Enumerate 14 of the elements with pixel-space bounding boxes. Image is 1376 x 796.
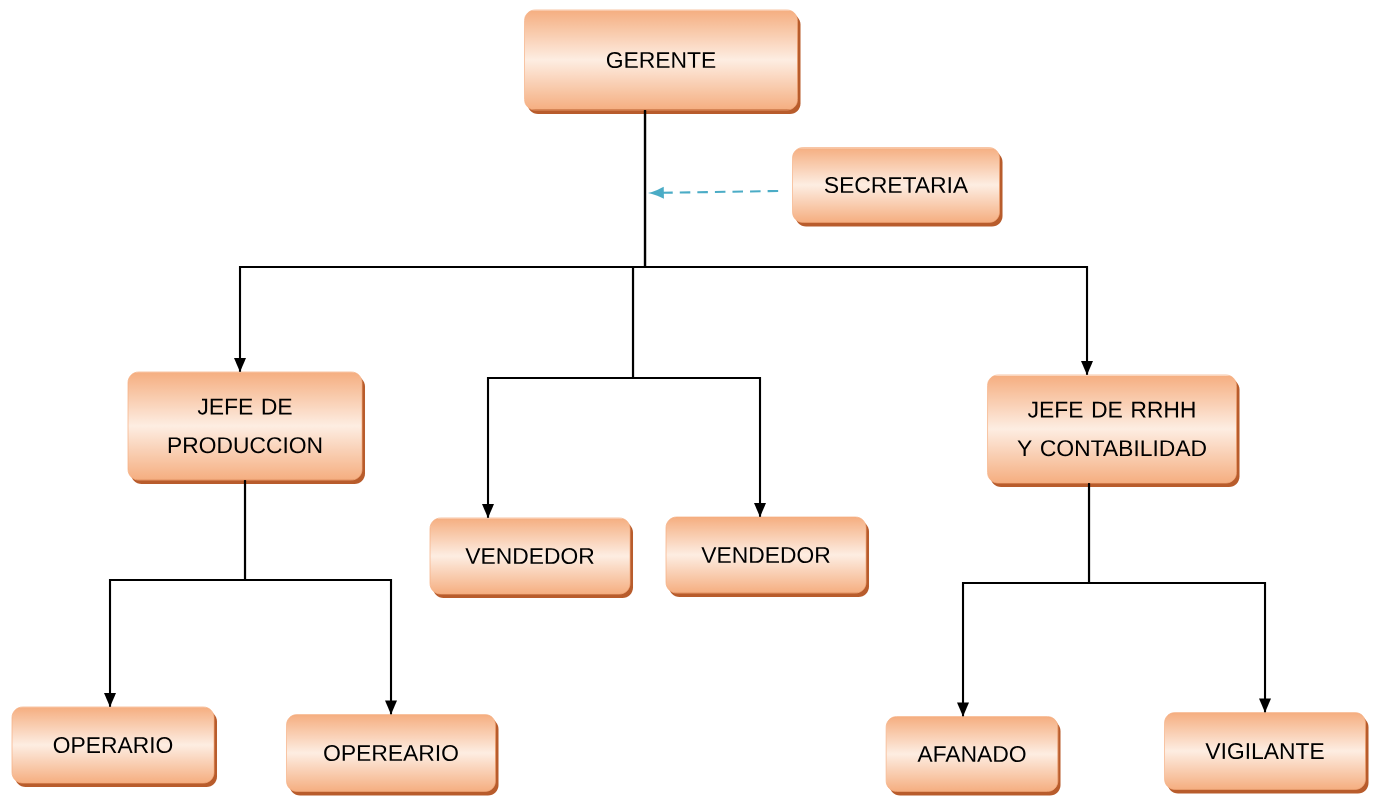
arrow xyxy=(643,110,1093,375)
arrow xyxy=(651,187,779,199)
arrow xyxy=(1087,483,1271,713)
org-box: GERENTE xyxy=(524,9,801,114)
org-box: VENDEDOR xyxy=(665,516,869,597)
org-box: JEFE DE PRODUCCION xyxy=(127,371,365,484)
org-box: JEFE DE RRHH Y CONTABILIDAD xyxy=(987,374,1240,487)
org-box: SECRETARIA xyxy=(792,147,1003,227)
org-box: AFANADO xyxy=(885,716,1061,796)
org-box: VENDEDOR xyxy=(429,517,633,598)
org-box: OPERARIO xyxy=(11,706,217,787)
org-box: VIGILANTE xyxy=(1164,712,1369,794)
org-box: OPEREARIO xyxy=(286,714,499,796)
arrow xyxy=(243,480,397,715)
